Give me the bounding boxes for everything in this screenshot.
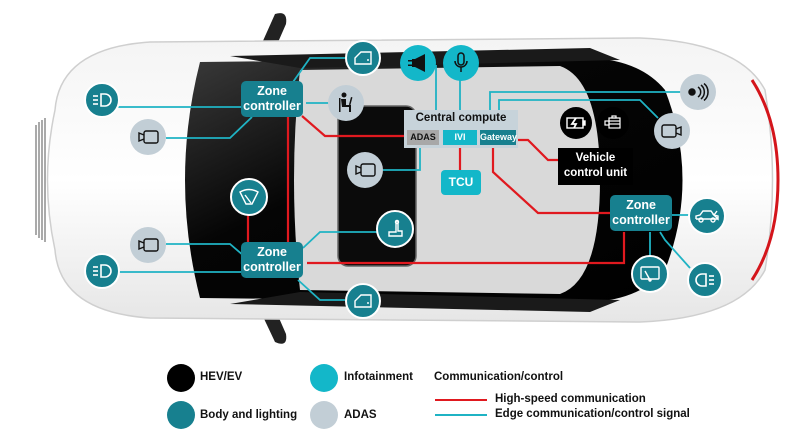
gateway-module: Gateway (480, 130, 517, 145)
zone-controller-front-left: Zone controller (241, 81, 303, 117)
vehicle-control-unit: Vehicle control unit (558, 148, 633, 185)
camera-icon (130, 119, 166, 155)
vcu-label-line1: Vehicle (575, 152, 616, 164)
line-camera-fl (166, 116, 253, 139)
front-grille (35, 118, 46, 242)
car-trunk-icon (688, 197, 726, 235)
legend-swatch-adas (310, 401, 338, 429)
line-tail-light (659, 231, 691, 269)
camera-icon (130, 227, 166, 263)
zone-label-line1: Zone (626, 198, 656, 212)
door-icon (345, 283, 381, 319)
electric-motor-icon (597, 107, 629, 139)
high-speed-lines (246, 110, 626, 265)
zone-label-line1: Zone (257, 245, 287, 259)
line-zone-fl-to-adas (301, 115, 404, 138)
zone-controller-rear: Zone controller (610, 195, 672, 231)
ivi-module: IVI (443, 130, 477, 145)
line-door-fr (297, 279, 345, 301)
central-compute: Central compute ADAS IVI Gateway (404, 110, 518, 148)
headlight-icon (84, 82, 120, 118)
legend-swatch-body (167, 401, 195, 429)
legend-label-hev: HEV/EV (200, 371, 243, 383)
right-side-window (230, 292, 620, 312)
zone-label-line2: controller (243, 99, 301, 113)
line-gateway-to-vcu (518, 138, 558, 162)
legend-label-edge: Edge communication/control signal (495, 408, 690, 420)
legend-line-edge (435, 414, 487, 416)
door-icon (345, 40, 381, 76)
central-compute-title: Central compute (415, 112, 507, 124)
camera-icon (654, 113, 690, 149)
legend-label-high-speed: High-speed communication (495, 393, 646, 405)
seat-icon (376, 210, 414, 248)
line-gateway-to-zone-rear (491, 148, 610, 215)
battery-charging-icon (560, 107, 592, 139)
rear-light-strip (750, 79, 780, 281)
zone-label-line1: Zone (257, 84, 287, 98)
radar-icon (680, 74, 716, 110)
camera-icon (347, 152, 383, 188)
zone-controller-front-right: Zone controller (241, 242, 303, 278)
rear-wiper-icon (631, 255, 669, 293)
tail-light-icon (687, 262, 723, 298)
line-seat (302, 231, 378, 249)
windshield-wiper-icon (230, 178, 268, 216)
line-radar (489, 91, 684, 110)
line-cabin-camera (383, 148, 421, 171)
line-rear-camera (498, 99, 659, 119)
legend-label-adas: ADAS (344, 409, 377, 421)
microphone-icon (443, 45, 479, 81)
adas-module: ADAS (407, 130, 439, 145)
legend-comm-title: Communication/control (434, 371, 564, 383)
speaker-icon (400, 45, 436, 81)
line-camera-fr (166, 243, 245, 257)
legend-swatch-infotainment (310, 364, 338, 392)
line-zone-fr-to-zone-rear (307, 232, 626, 265)
legend-swatch-hev (167, 364, 195, 392)
driver-seat-icon (328, 85, 364, 121)
zone-label-line2: controller (243, 260, 301, 274)
line-door-fl (292, 57, 355, 83)
legend-label-body: Body and lighting (200, 409, 298, 421)
zone-label-line2: controller (612, 213, 670, 227)
headlight-icon (84, 253, 120, 289)
vcu-label-line2: control unit (563, 167, 628, 179)
legend-label-infotainment: Infotainment (344, 371, 413, 383)
legend-line-high-speed (435, 399, 487, 401)
tcu-box: TCU (441, 170, 481, 195)
